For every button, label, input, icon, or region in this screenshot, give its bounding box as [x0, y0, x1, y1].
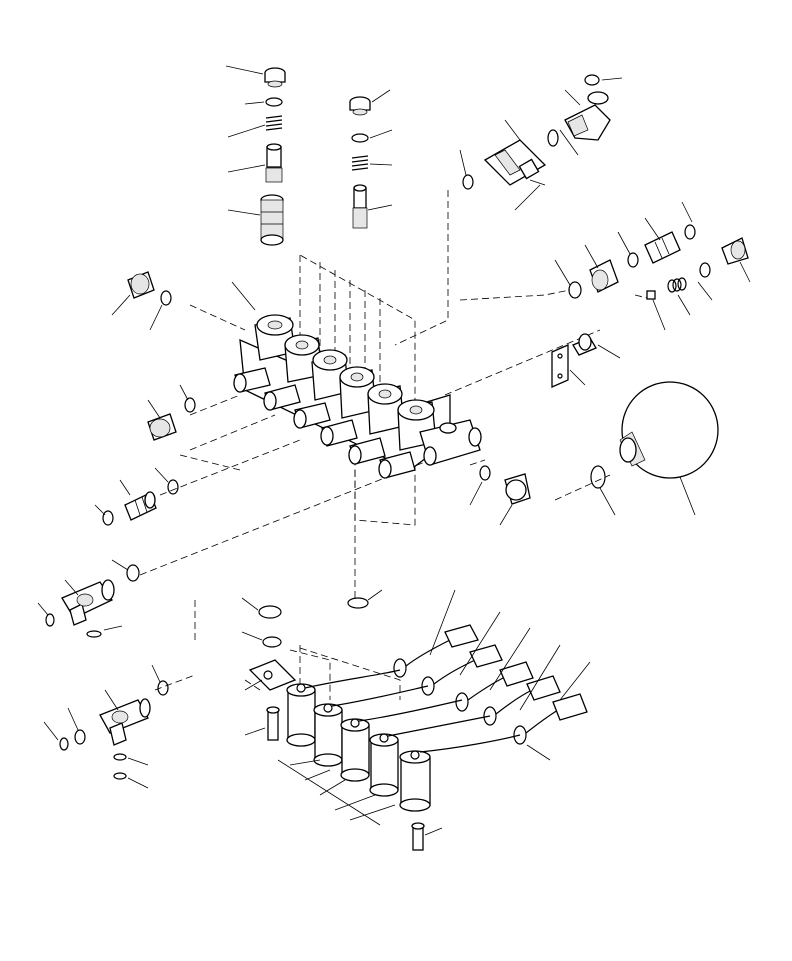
plug-icon — [349, 96, 371, 116]
ring-icon — [351, 133, 369, 143]
spring-icon — [351, 155, 369, 171]
spool-icon — [265, 143, 283, 183]
ring-icon — [59, 737, 69, 751]
mount-plate — [248, 659, 297, 691]
ring-icon — [74, 729, 86, 745]
coil-icon — [340, 718, 370, 782]
ring-icon — [584, 74, 600, 86]
switch-icon — [483, 139, 547, 186]
coil-icon — [399, 750, 431, 812]
spring-icon — [667, 277, 687, 293]
connector-icon — [433, 644, 503, 685]
ring-icon — [258, 605, 282, 619]
bolt-icon — [266, 706, 280, 741]
assembly-guide-lines — [139, 190, 656, 700]
coil-icon — [286, 683, 316, 747]
ring-icon — [699, 262, 711, 278]
plug-icon — [127, 271, 155, 299]
bolt-icon — [572, 333, 621, 359]
ring-icon — [262, 636, 282, 648]
ring-icon — [160, 290, 172, 306]
bolt-icon — [411, 822, 443, 851]
ring-icon — [547, 129, 559, 147]
coil-icon — [369, 733, 399, 797]
elbow-icon — [564, 91, 611, 141]
ring-icon — [126, 564, 140, 582]
connector-icon — [405, 624, 479, 667]
ring-icon — [627, 252, 639, 268]
left-fittings — [37, 271, 256, 789]
cross-port — [419, 419, 482, 466]
coil-icon — [313, 703, 343, 767]
ring-icon — [167, 479, 179, 495]
connector-icon — [467, 661, 534, 701]
plug-icon — [469, 465, 531, 526]
ring-icon — [86, 630, 102, 638]
spool-stack-right — [349, 89, 393, 229]
connector-icon — [495, 675, 561, 715]
ring-icon — [113, 772, 127, 780]
gasket-plate — [551, 344, 586, 388]
ring-icon — [265, 97, 283, 107]
right-fittings — [554, 201, 751, 331]
pressure-switch-assembly — [459, 74, 623, 211]
fitting-icon — [124, 491, 157, 521]
valve-section-3 — [293, 349, 349, 429]
spool-stack-left — [225, 65, 286, 246]
ring-icon — [184, 397, 196, 413]
ring-icon — [347, 597, 369, 609]
ring-icon — [568, 281, 582, 299]
spool-large-icon — [260, 194, 284, 246]
ring-icon — [157, 680, 169, 696]
ring-icon — [113, 753, 127, 761]
valve-body-icon — [233, 314, 482, 479]
ring-icon — [45, 613, 55, 627]
plug-icon — [646, 290, 656, 300]
sphere-icon — [590, 381, 719, 516]
tee-icon — [99, 698, 151, 746]
ring-icon — [684, 224, 696, 240]
fitting-icon — [644, 231, 681, 264]
spring-icon — [265, 115, 283, 131]
ring-icon — [462, 174, 474, 190]
spool-icon — [352, 184, 368, 229]
solenoid-coil-group — [244, 589, 591, 826]
valve-section-5 — [348, 383, 405, 465]
plug-icon — [147, 413, 177, 441]
plug-icon — [589, 259, 619, 293]
ring-icon — [102, 510, 114, 526]
plug-icon — [721, 237, 749, 265]
connector-icon — [525, 693, 588, 734]
plug-icon — [264, 67, 286, 88]
tee-icon — [61, 579, 115, 626]
valve-section-4 — [320, 366, 377, 447]
